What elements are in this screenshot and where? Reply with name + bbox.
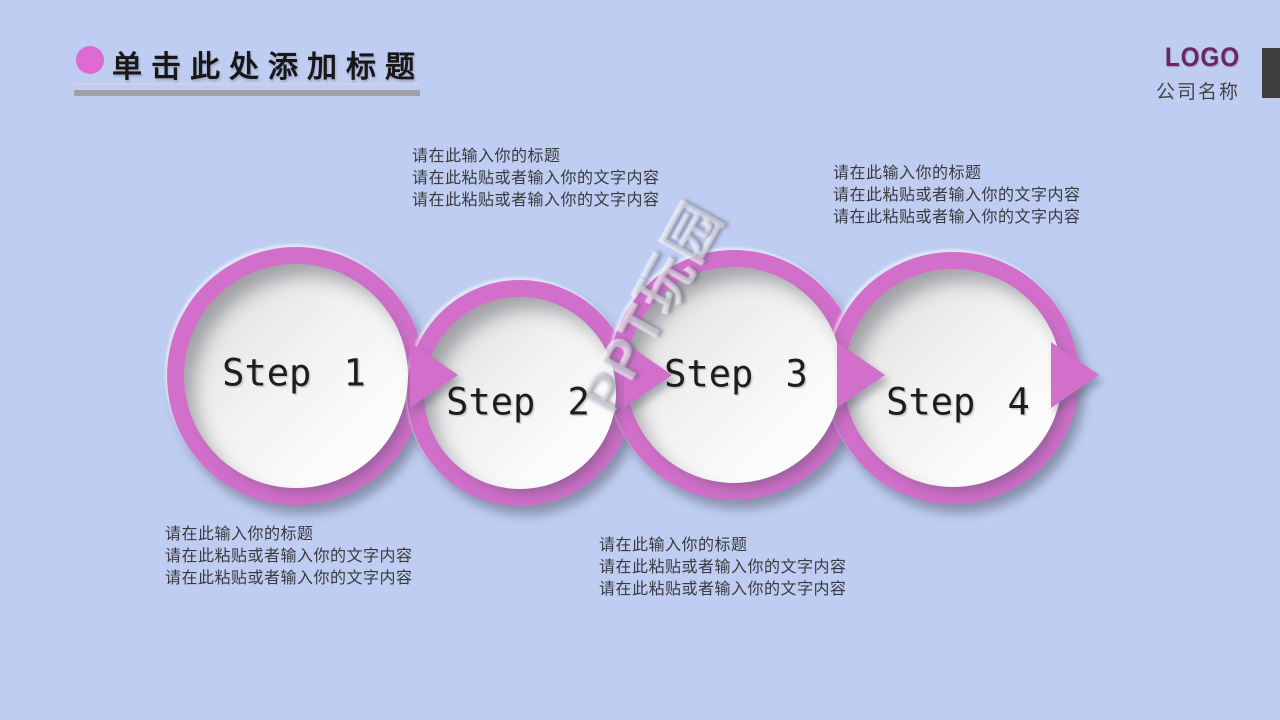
text-line: 请在此输入你的标题 [412,148,561,165]
step-label[interactable]: Step 2 [446,380,590,424]
text-line: 请在此粘贴或者输入你的文字内容 [599,581,847,598]
step-label[interactable]: Step 4 [886,380,1030,424]
arrow-right-icon [410,342,458,408]
text-line: 请在此输入你的标题 [165,526,314,543]
arrow-right-icon [837,342,885,408]
title-bullet-icon [76,46,104,74]
step-label[interactable]: Step 3 [664,352,808,396]
text-line: 请在此粘贴或者输入你的文字内容 [412,170,660,187]
slide-title[interactable]: 单击此处添加标题 [112,51,424,84]
text-block-above-step-2[interactable]: 请在此输入你的标题 请在此粘贴或者输入你的文字内容 请在此粘贴或者输入你的文字内… [412,146,660,212]
text-line: 请在此粘贴或者输入你的文字内容 [833,187,1081,204]
text-line: 请在此粘贴或者输入你的文字内容 [412,192,660,209]
text-block-above-step-4[interactable]: 请在此输入你的标题 请在此粘贴或者输入你的文字内容 请在此粘贴或者输入你的文字内… [833,163,1081,229]
text-line: 请在此输入你的标题 [833,165,982,182]
step-label[interactable]: Step 1 [222,351,366,395]
title-underline-thin [74,83,420,85]
brand-block: LOGO 公司名称 [1080,42,1240,104]
text-line: 请在此粘贴或者输入你的文字内容 [165,548,413,565]
text-block-below-step-1[interactable]: 请在此输入你的标题 请在此粘贴或者输入你的文字内容 请在此粘贴或者输入你的文字内… [165,524,413,590]
text-block-below-step-3[interactable]: 请在此输入你的标题 请在此粘贴或者输入你的文字内容 请在此粘贴或者输入你的文字内… [599,535,847,601]
title-underline-thick [74,90,420,96]
arrow-right-icon [1051,342,1099,408]
logo-text[interactable]: LOGO [1164,42,1240,72]
step-1-face [184,264,408,488]
text-line: 请在此粘贴或者输入你的文字内容 [833,209,1081,226]
arrow-right-icon [624,342,672,408]
company-name[interactable]: 公司名称 [1155,82,1240,103]
text-line: 请在此粘贴或者输入你的文字内容 [599,559,847,576]
text-line: 请在此粘贴或者输入你的文字内容 [165,570,413,587]
text-line: 请在此输入你的标题 [599,537,748,554]
corner-accent-bar [1262,48,1280,98]
